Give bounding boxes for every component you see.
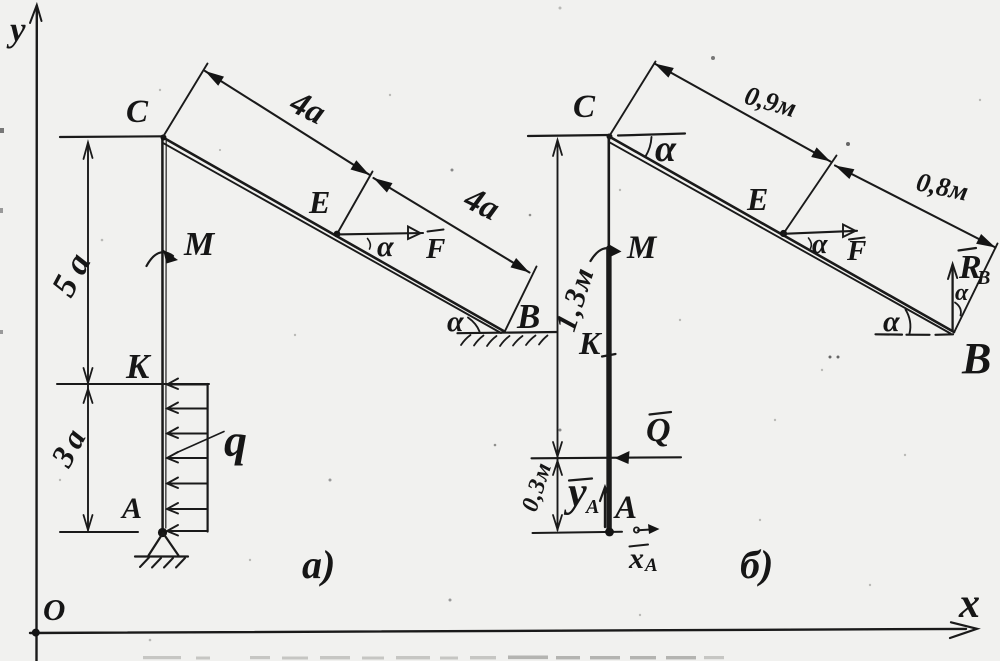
- svg-text:Q: Q: [646, 412, 671, 449]
- svg-text:q: q: [224, 415, 247, 466]
- svg-text:B: B: [516, 297, 540, 336]
- svg-text:б): б): [740, 542, 773, 587]
- svg-text:A: A: [644, 555, 658, 576]
- svg-text:α: α: [655, 128, 677, 170]
- svg-text:A: A: [120, 492, 142, 525]
- svg-text:α: α: [955, 280, 969, 306]
- svg-text:A: A: [613, 490, 637, 526]
- svg-text:α: α: [812, 229, 828, 260]
- svg-text:E: E: [746, 181, 768, 217]
- svg-text:M: M: [183, 226, 216, 263]
- svg-text:F: F: [425, 233, 445, 265]
- svg-text:C: C: [573, 89, 596, 125]
- svg-text:B: B: [961, 334, 991, 383]
- svg-text:R: R: [958, 249, 982, 286]
- svg-text:M: M: [626, 230, 658, 266]
- svg-text:B: B: [976, 267, 990, 289]
- svg-text:α: α: [883, 305, 900, 338]
- svg-text:K: K: [578, 325, 603, 361]
- svg-text:C: C: [126, 94, 149, 130]
- svg-text:E: E: [308, 184, 330, 220]
- svg-text:α: α: [377, 230, 394, 263]
- svg-text:а): а): [302, 542, 335, 587]
- svg-text:y: y: [6, 10, 26, 49]
- svg-text:x: x: [958, 581, 980, 627]
- svg-text:A: A: [584, 496, 599, 518]
- svg-text:x: x: [628, 542, 644, 575]
- svg-text:K: K: [125, 347, 152, 386]
- svg-text:α: α: [447, 305, 464, 338]
- svg-text:O: O: [43, 592, 65, 627]
- svg-text:F: F: [846, 235, 866, 267]
